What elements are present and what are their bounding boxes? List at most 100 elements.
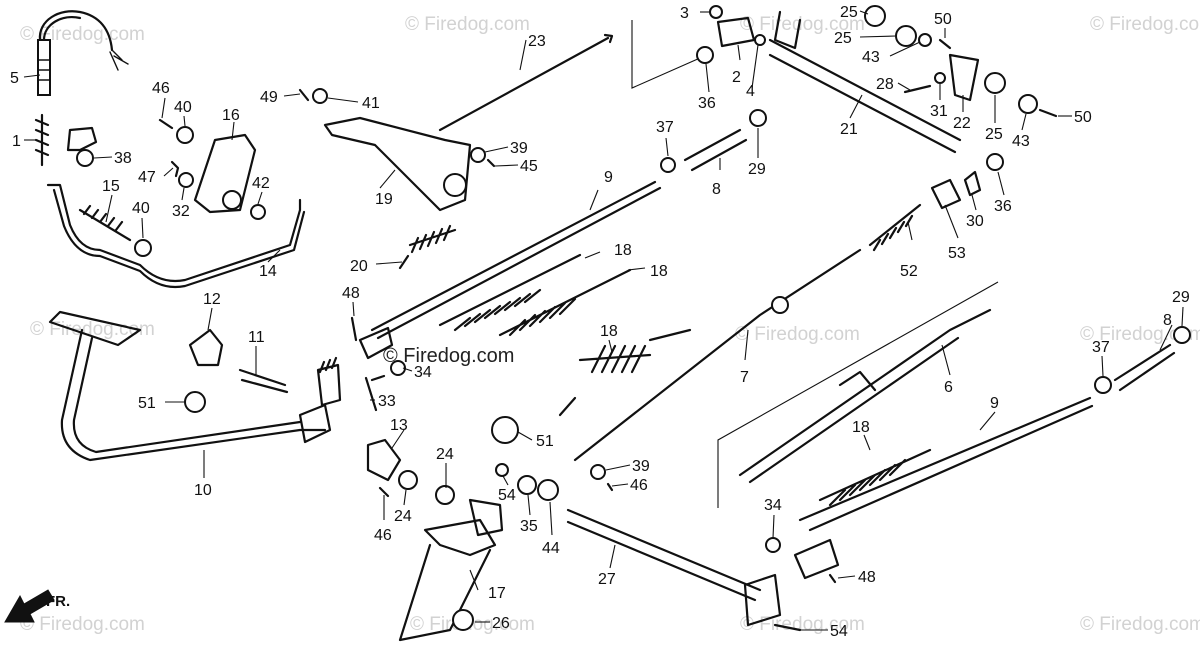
- callout-18b: 18: [650, 263, 668, 280]
- nut-29a: [749, 109, 767, 127]
- callout-54a: 54: [498, 487, 516, 504]
- rod-14: [46, 183, 306, 289]
- callout-7: 7: [740, 369, 749, 386]
- spring-18c-hook2: [558, 396, 577, 417]
- spring-18d: [818, 448, 932, 507]
- washer-39b: [590, 464, 606, 480]
- washer-37a: [660, 157, 676, 173]
- bushing-25a: [864, 5, 886, 27]
- callout-8a: 8: [712, 181, 721, 198]
- callout-6: 6: [944, 379, 953, 396]
- spring-20: [398, 224, 457, 270]
- callout-layer: 1 2 3 4 5 6 7 8 8 9 9 10 11 12 13 14 15 …: [10, 4, 1190, 640]
- callout-1: 1: [12, 133, 21, 150]
- washer-37b: [1094, 376, 1112, 394]
- callout-5: 5: [10, 70, 19, 87]
- watermark-text: © Firedog.com: [740, 614, 865, 635]
- callout-25a: 25: [840, 4, 858, 21]
- nut-38: [76, 149, 94, 167]
- bushing-24a: [398, 470, 418, 490]
- bushing-24b: [435, 485, 455, 505]
- watermark-text: © Firedog.com: [740, 14, 865, 35]
- washer-41: [312, 88, 328, 104]
- watermark-text: © Firedog.com: [1080, 614, 1200, 635]
- nut-29b: [1173, 326, 1191, 344]
- pedal-17: [398, 498, 504, 642]
- callout-34a: 34: [414, 364, 432, 381]
- callout-48b: 48: [858, 569, 876, 586]
- callout-54b: 54: [830, 623, 848, 640]
- watermark-overlay-text: © Firedog.com: [383, 345, 514, 367]
- callout-37a: 37: [656, 119, 674, 136]
- ball-joint-51: [184, 391, 206, 413]
- watermark-text: © Firedog.com: [20, 24, 145, 45]
- clevis-9a: [358, 326, 394, 360]
- bolt-3: [709, 5, 723, 19]
- rod-9a: [370, 180, 662, 340]
- spring-52: [868, 203, 922, 252]
- callout-33: 33: [378, 393, 396, 410]
- callout-30: 30: [966, 213, 984, 230]
- bracket-38: [66, 126, 98, 152]
- callout-8b: 8: [1163, 312, 1172, 329]
- front-direction-arrow-icon: [4, 589, 55, 623]
- arm-10: [316, 356, 342, 407]
- callout-18a: 18: [614, 242, 632, 259]
- pin-8b: [1113, 343, 1176, 392]
- pin-49: [298, 88, 310, 102]
- watermark-text: © Firedog.com: [735, 324, 860, 345]
- callout-2: 2: [732, 69, 741, 86]
- cable-7: [573, 248, 862, 462]
- callout-24b: 24: [394, 508, 412, 525]
- callout-14: 14: [259, 263, 277, 280]
- spring-15: [78, 204, 132, 242]
- pin-45: [486, 158, 496, 168]
- callout-37b: 37: [1092, 339, 1110, 356]
- callout-39a: 39: [510, 140, 528, 157]
- callout-28: 28: [876, 76, 894, 93]
- callout-36b: 36: [994, 198, 1012, 215]
- callout-45: 45: [520, 158, 538, 175]
- callout-23: 23: [528, 33, 546, 50]
- callout-47: 47: [138, 169, 156, 186]
- callout-46a: 46: [152, 80, 170, 97]
- clevis-9b: [793, 538, 840, 580]
- ball-joint-51b: [491, 416, 519, 444]
- callout-25c: 25: [985, 126, 1003, 143]
- watermark-text: © Firedog.com: [30, 319, 155, 340]
- washer-40a: [176, 126, 194, 144]
- rod-23-end: [603, 33, 614, 44]
- callout-9a: 9: [604, 169, 613, 186]
- callout-13: 13: [390, 417, 408, 434]
- arm-22: [948, 53, 980, 102]
- bushing-35: [517, 475, 537, 495]
- callout-46b: 46: [374, 527, 392, 544]
- washer-43a: [918, 33, 932, 47]
- callout-32: 32: [172, 203, 190, 220]
- grease-fitting-54: [495, 463, 509, 477]
- spring-18c: [578, 344, 652, 374]
- pin-30: [963, 170, 982, 197]
- callout-18d: 18: [852, 419, 870, 436]
- pedal-10: [48, 310, 332, 462]
- callout-4: 4: [746, 83, 755, 100]
- pin-8a: [683, 128, 748, 172]
- washer-4: [754, 34, 766, 46]
- callout-22: 22: [953, 115, 971, 132]
- callout-25b: 25: [834, 30, 852, 47]
- callout-26: 26: [492, 615, 510, 632]
- pin-47: [170, 160, 180, 178]
- spring-1: [34, 113, 50, 167]
- pin-46: [158, 118, 174, 130]
- watermark-text: © Firedog.com: [405, 14, 530, 35]
- pin-11: [238, 368, 289, 394]
- spring-18b: [498, 268, 632, 337]
- front-direction-indicator: FR.: [4, 589, 70, 623]
- switch-body: [37, 39, 51, 96]
- pin-50a: [938, 38, 952, 50]
- washer-32: [178, 172, 194, 188]
- callout-41: 41: [362, 95, 380, 112]
- callout-27: 27: [598, 571, 616, 588]
- bushing-25c: [984, 72, 1006, 94]
- callout-51a: 51: [138, 395, 156, 412]
